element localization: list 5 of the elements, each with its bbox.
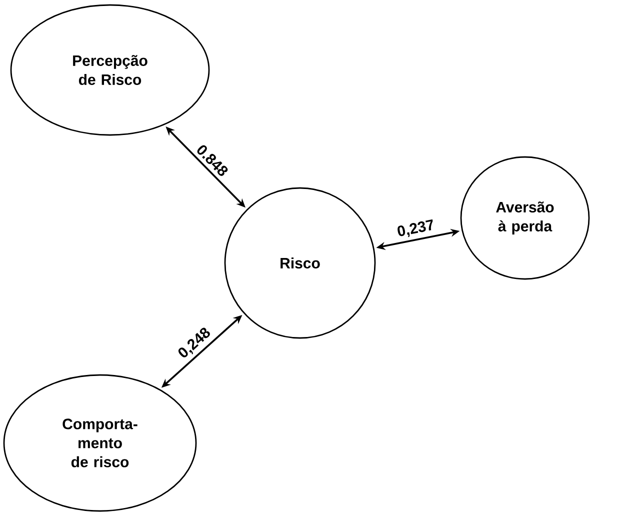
ellipse-node: Aversão à perda	[460, 156, 590, 280]
ellipse-node: Risco	[224, 187, 376, 339]
edge-label: 0,237	[398, 219, 433, 238]
ellipse-node: Percepção de Risco	[10, 4, 210, 136]
ellipse-node: Comporta- mento de risco	[3, 374, 197, 512]
